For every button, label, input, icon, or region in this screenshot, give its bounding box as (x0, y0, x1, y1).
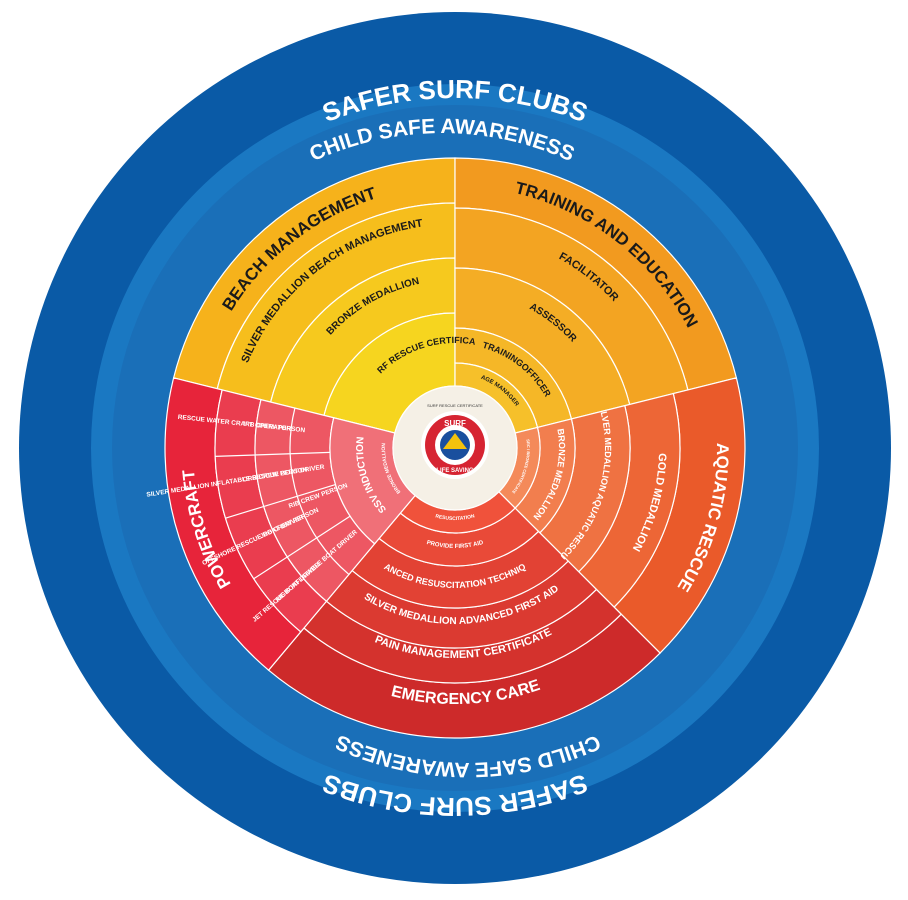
logo-word-bottom: LIFE SAVING (436, 468, 474, 474)
powercraft-cell-divider-2 (215, 451, 331, 457)
powercraft-cell-ring (289, 407, 350, 576)
sector-wedges (164, 157, 746, 739)
logo-word-top: SURF (444, 419, 466, 428)
powercraft-cell-divider-0 (253, 515, 351, 580)
logo-tiny-label: SURF RESCUE CERTIFICATE (427, 403, 483, 408)
ec-ring-resus: RESUSCITATION (435, 513, 476, 522)
ring-dividers (215, 407, 351, 580)
surf-life-saving-logo: SURF LIFE SAVING SURF RESCUE CERTIFICATE (421, 403, 489, 479)
powercraft-cell-divider-1 (225, 483, 336, 519)
logo-flag-icon (443, 433, 467, 449)
ec-ring-provide: PROVIDE FIRST AID (426, 540, 485, 550)
